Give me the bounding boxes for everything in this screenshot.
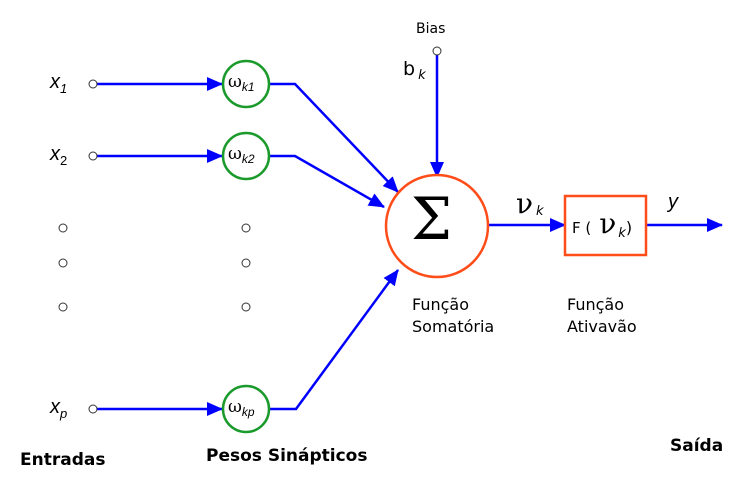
ellipsis-dot	[241, 302, 251, 312]
input-2-terminal	[88, 151, 98, 161]
weight-p-connection	[270, 269, 400, 411]
weight-node-p	[221, 384, 271, 434]
input-label-1: x1	[50, 71, 68, 96]
ellipsis-dot	[58, 258, 68, 268]
ellipsis-dot	[241, 258, 251, 268]
bias-title: Bias	[416, 21, 446, 37]
section-label-inputs: Entradas	[20, 450, 106, 470]
summation-node	[384, 173, 490, 279]
weight-1-connection	[270, 82, 399, 193]
bias-terminal	[432, 46, 442, 56]
weight-node-2	[221, 131, 271, 181]
weight-label-p: ωkp	[228, 397, 255, 419]
input-label-2: x2	[50, 143, 68, 168]
section-label-weights: Pesos Sinápticos	[206, 446, 368, 466]
ellipsis-dot	[58, 223, 68, 233]
summation-symbol: Σ	[411, 185, 453, 253]
input-p-terminal	[88, 404, 98, 414]
weight-node-1	[221, 59, 271, 109]
weight-label-1: ωk1	[228, 72, 255, 94]
ellipsis-dot	[58, 302, 68, 312]
weight-2-connection	[270, 154, 385, 209]
input-label-p: xp	[50, 396, 68, 421]
activation-box	[563, 194, 648, 257]
section-label-output: Saída	[670, 436, 724, 456]
output-label: y	[668, 191, 678, 213]
ellipsis-dot	[241, 223, 251, 233]
weight-label-2: ωk2	[228, 144, 255, 166]
input-1-terminal	[88, 79, 98, 89]
